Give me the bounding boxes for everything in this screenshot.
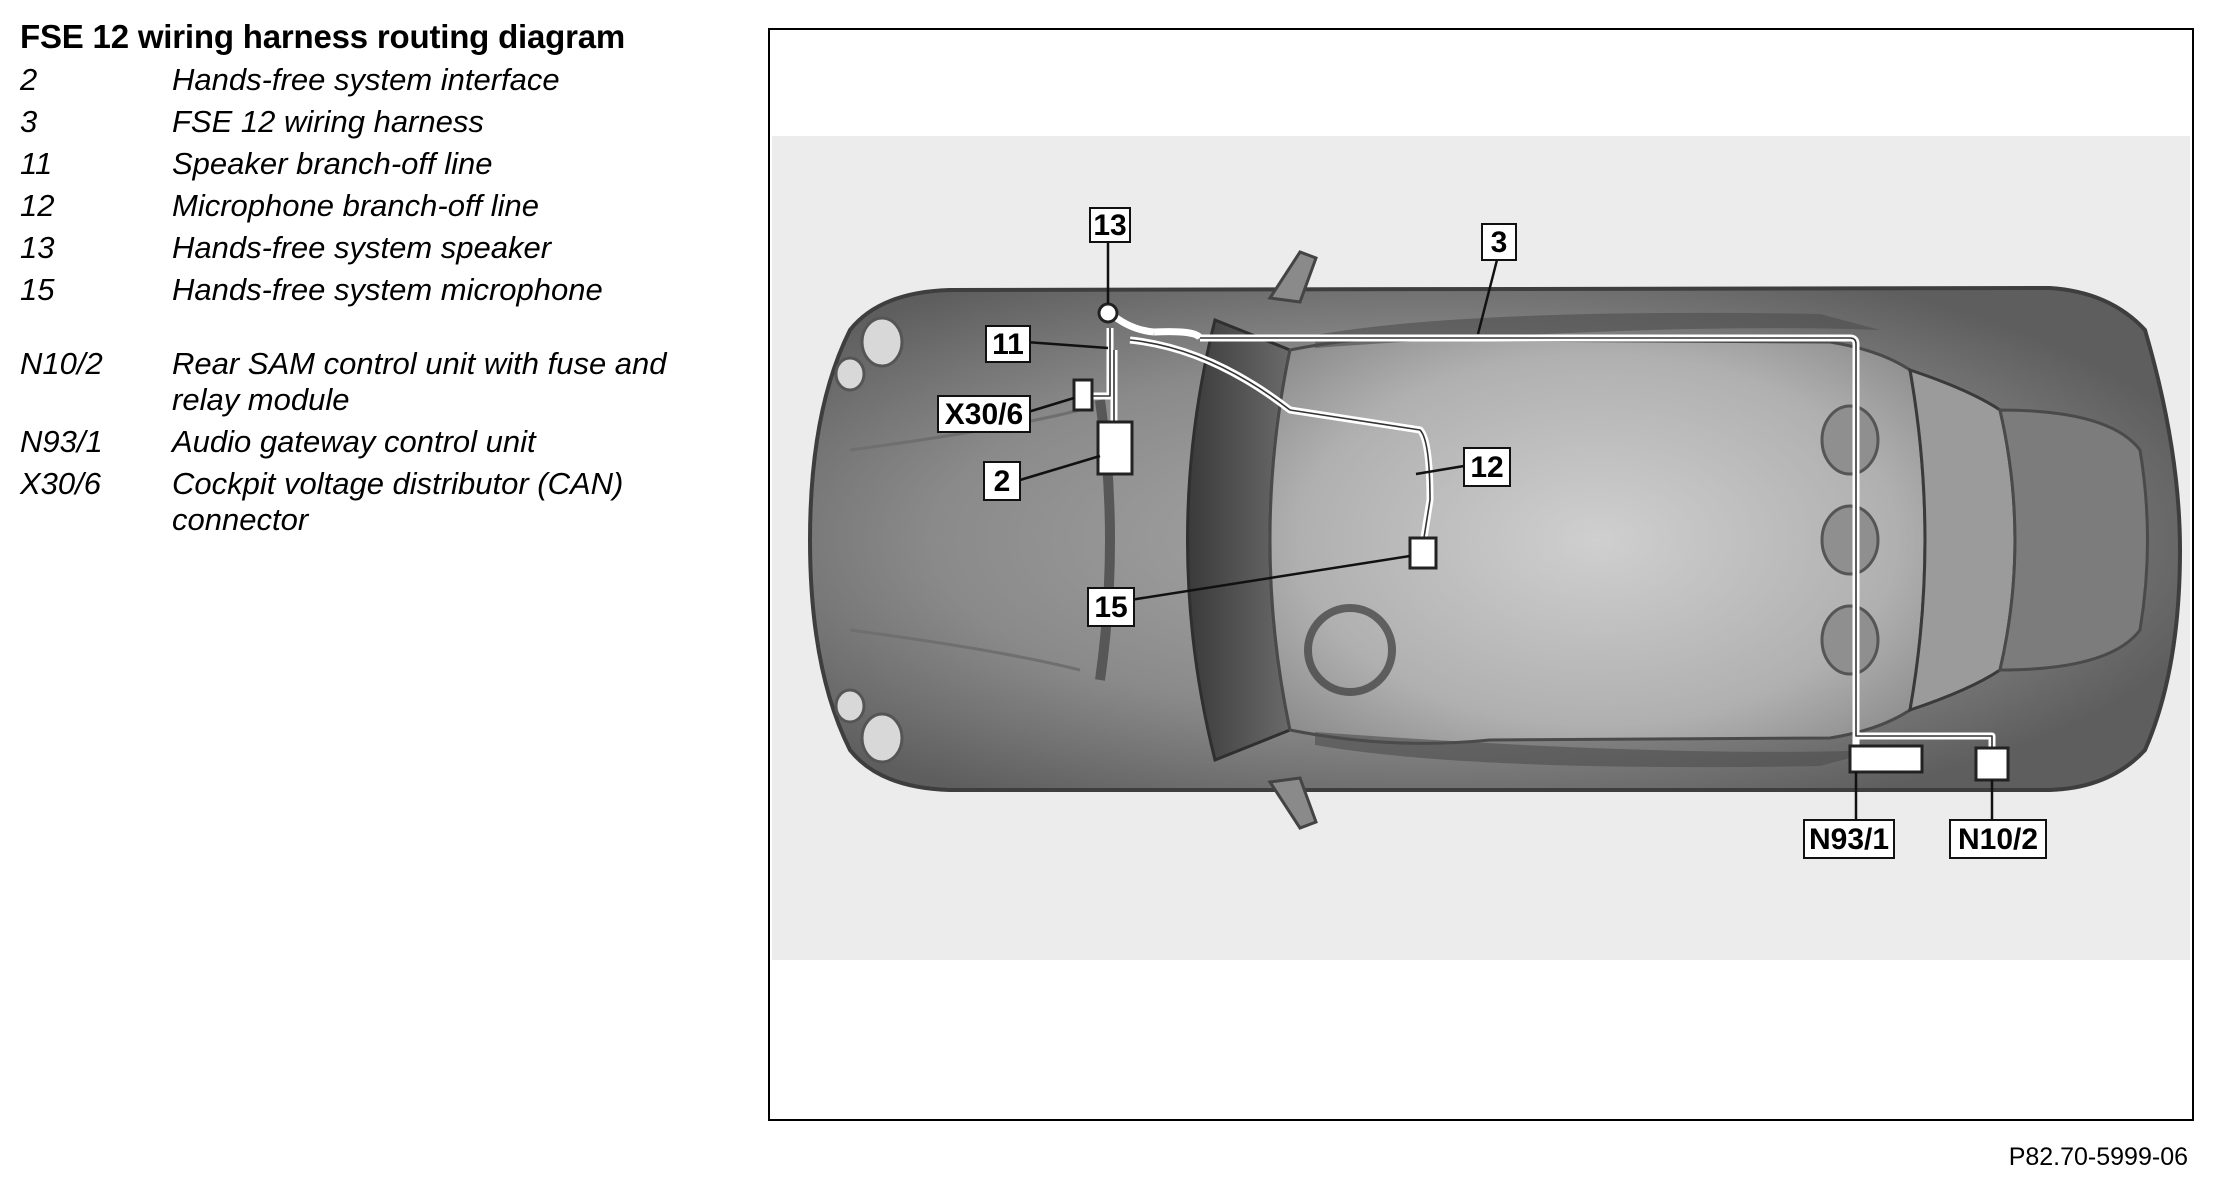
legend-item: N10/2 Rear SAM control unit with fuse an… — [20, 346, 740, 418]
legend-desc: FSE 12 wiring harness — [172, 104, 484, 139]
legend-desc: Cockpit voltage distributor (CAN) connec… — [172, 466, 624, 537]
speaker-13-marker — [1097, 302, 1119, 324]
legend-key: 15 — [20, 272, 55, 307]
svg-text:2: 2 — [994, 465, 1011, 498]
n102-marker — [1974, 746, 2010, 782]
legend-desc: Audio gateway control unit — [172, 424, 536, 459]
diagram-frame: 13 3 11 X30/6 2 12 — [768, 28, 2194, 1121]
interface-2-marker — [1096, 420, 1134, 476]
rear-window — [1908, 367, 2017, 713]
callout-13: 13 — [1089, 207, 1131, 243]
callouts: 13 3 11 X30/6 2 12 — [937, 207, 2047, 859]
legend-item: 13 Hands-free system speaker — [20, 230, 740, 266]
svg-text:11: 11 — [992, 328, 1024, 361]
legend-desc: Hands-free system interface — [172, 62, 560, 97]
microphone-15-marker — [1408, 536, 1438, 570]
callout-11: 11 — [985, 325, 1031, 363]
legend-desc: Hands-free system microphone — [172, 272, 603, 307]
legend-desc: Rear SAM control unit with fuse and rela… — [172, 346, 667, 417]
n931-marker — [1848, 744, 1924, 774]
callout-x306: X30/6 — [937, 395, 1031, 433]
legend-item: 2 Hands-free system interface — [20, 62, 740, 98]
legend-item: X30/6 Cockpit voltage distributor (CAN) … — [20, 466, 740, 538]
legend-key: 2 — [20, 62, 38, 97]
legend-key: N10/2 — [20, 346, 103, 381]
callout-2: 2 — [983, 461, 1021, 501]
svg-text:N93/1: N93/1 — [1809, 823, 1889, 856]
callout-15: 15 — [1087, 587, 1135, 627]
legend-desc: Hands-free system speaker — [172, 230, 552, 265]
components — [1072, 302, 2010, 782]
legend-item: 11 Speaker branch-off line — [20, 146, 740, 182]
harness-drop — [1153, 328, 1204, 341]
svg-text:12: 12 — [1470, 451, 1503, 484]
leader-lines — [1019, 236, 1994, 820]
legend-key: X30/6 — [20, 466, 102, 501]
connector-x306-marker — [1072, 378, 1094, 412]
callout-n931: N93/1 — [1803, 819, 1895, 859]
legend-key: 3 — [20, 104, 38, 139]
car-body — [807, 250, 2183, 830]
svg-text:3: 3 — [1491, 226, 1508, 259]
legend-item: 3 FSE 12 wiring harness — [20, 104, 740, 140]
legend-key: 11 — [20, 146, 53, 181]
legend-key: 12 — [20, 188, 55, 223]
callout-12: 12 — [1463, 447, 1511, 487]
svg-text:13: 13 — [1093, 209, 1126, 242]
wiring-harness-outline — [1090, 328, 1993, 768]
legend-key: 13 — [20, 230, 55, 265]
svg-text:N10/2: N10/2 — [1958, 823, 2038, 856]
car-wiring-diagram: 13 3 11 X30/6 2 12 — [772, 136, 2190, 960]
diagram-title: FSE 12 wiring harness routing diagram — [20, 18, 626, 55]
callout-3: 3 — [1481, 223, 1517, 261]
svg-text:15: 15 — [1094, 591, 1127, 624]
legend-item: 12 Microphone branch-off line — [20, 188, 740, 224]
reference-number: P82.70-5999-06 — [2008, 1143, 2188, 1171]
legend: FSE 12 wiring harness routing diagram 2 … — [20, 18, 740, 544]
legend-item: N93/1 Audio gateway control unit — [20, 424, 740, 460]
legend-desc: Microphone branch-off line — [172, 188, 540, 223]
callout-n102: N10/2 — [1949, 819, 2047, 859]
legend-item: 15 Hands-free system microphone — [20, 272, 740, 308]
legend-desc: Speaker branch-off line — [172, 146, 493, 181]
svg-text:X30/6: X30/6 — [945, 398, 1023, 431]
legend-key: N93/1 — [20, 424, 103, 459]
